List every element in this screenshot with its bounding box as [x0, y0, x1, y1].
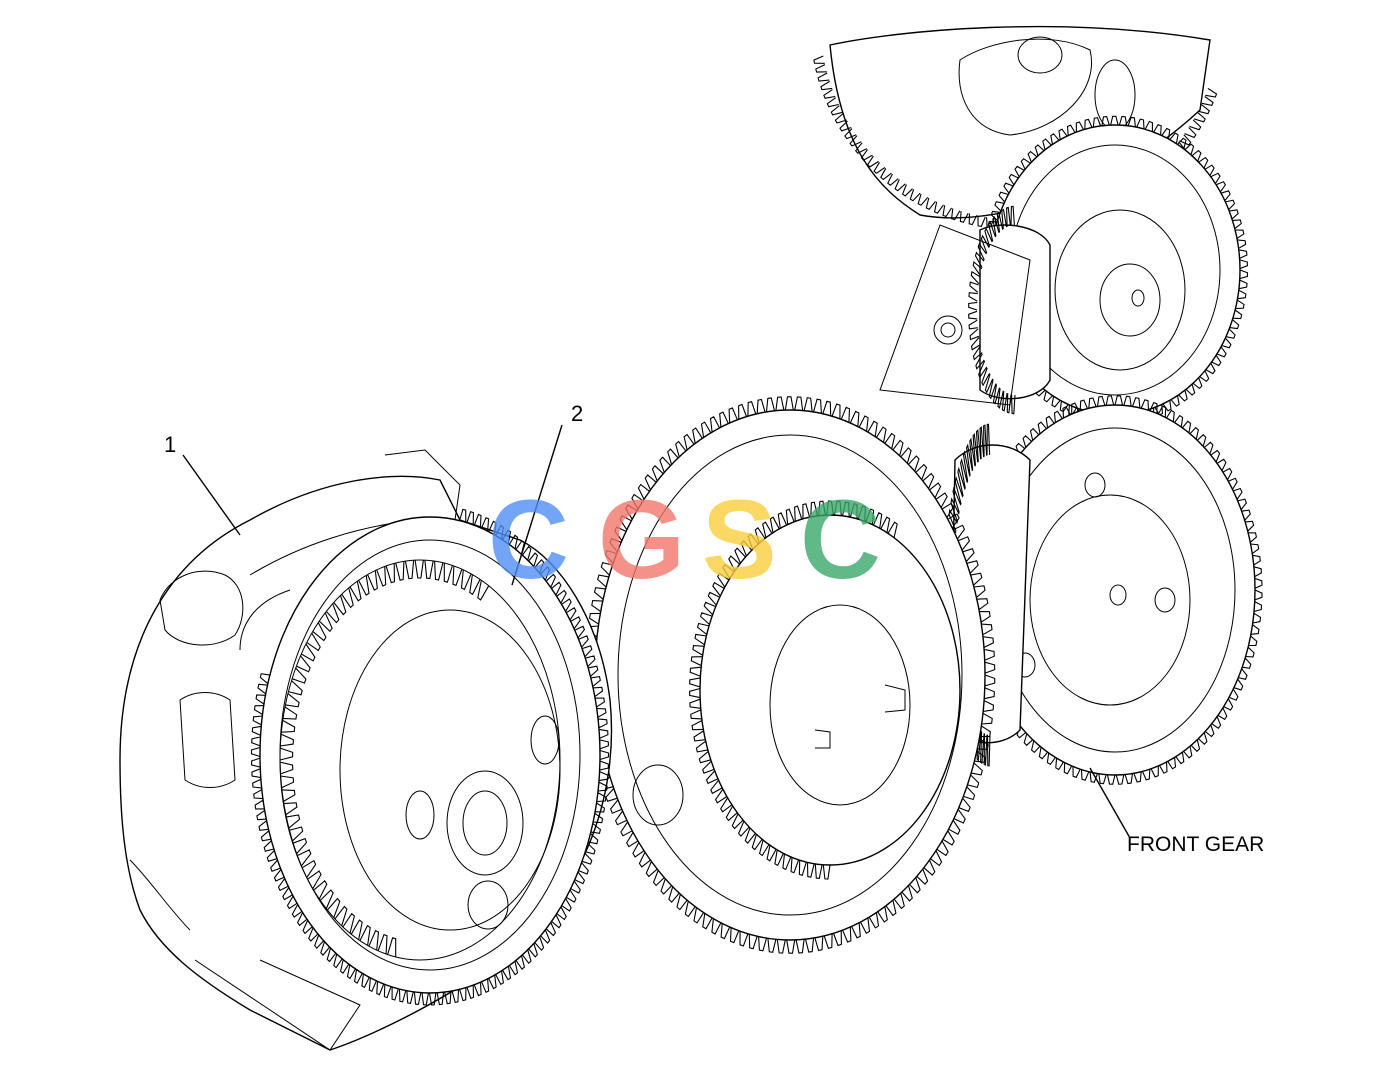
center-idler-gear	[584, 396, 996, 954]
callout-label-front-gear: FRONT GEAR	[1127, 833, 1265, 856]
watermark-letter-c: C	[488, 477, 569, 602]
leader-line-1	[182, 454, 241, 536]
watermark-letter-s: S	[702, 477, 777, 602]
watermark-letter-g: G	[598, 477, 685, 602]
pump-gear-teeth-path	[250, 508, 610, 1006]
pump-gear-inner-teeth-path	[279, 560, 490, 957]
upper-idler-gear	[968, 115, 1249, 425]
support-bracket	[879, 224, 1031, 406]
leader-line-2	[511, 424, 563, 586]
pump-gear	[250, 508, 610, 1006]
watermark-letter-c2: C	[800, 477, 881, 602]
callout-label-2: 2	[571, 401, 584, 426]
center-idler-inner-teeth-path	[689, 500, 898, 880]
leader-line-front-gear	[1089, 767, 1131, 839]
watermark-logo: C G S C	[488, 477, 881, 602]
callout-label-1: 1	[164, 432, 177, 457]
front-gear	[943, 395, 1263, 785]
leader-lines	[182, 424, 1131, 839]
upper-idler-hub-teeth-path	[968, 205, 1016, 415]
